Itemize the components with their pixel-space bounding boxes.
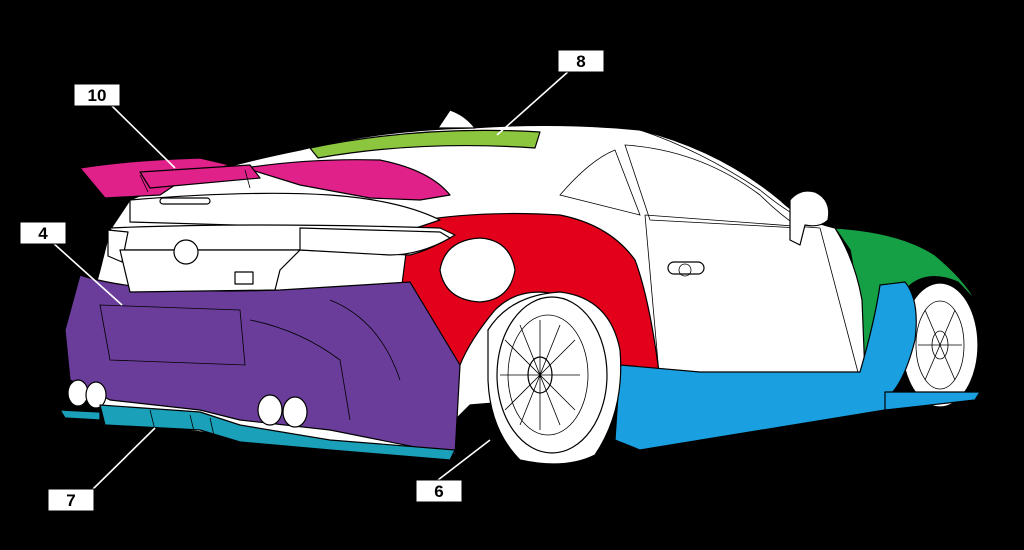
far-front-wheel [901,282,979,408]
callout-6-text: 6 [434,482,443,501]
rear-camera [234,271,254,285]
callout-8-text: 8 [576,52,585,71]
rear-diffuser-panel [99,404,456,461]
exhaust-right [257,394,308,428]
rear-emblem [173,239,199,265]
callout-7: 7 [47,488,95,512]
bumper-detail-lines [99,299,401,421]
tail-light-right [299,227,451,256]
leader-ducktail [496,69,571,136]
fuel-door [439,237,516,303]
leader-diffuser [91,427,156,491]
brake-light [159,197,211,205]
leader-bumper [51,241,123,306]
diffuser-fins [149,409,216,441]
shark-fin-antenna [437,109,476,129]
side-skirt-panel [614,281,917,451]
callout-4-text: 4 [38,224,48,243]
callout-4: 4 [19,221,67,245]
door-handle [667,261,705,277]
quarter-window [559,149,641,216]
rear-window-line [299,123,816,226]
side-mirror [789,190,830,246]
callout-8: 8 [557,49,605,73]
rear-wheel [487,291,622,465]
callout-6: 6 [415,479,463,503]
rear-panel [119,249,301,293]
duck-tail-spoiler [309,129,541,159]
exhaust-left [67,379,107,409]
rear-wing [79,157,451,201]
leader-wing [109,103,176,169]
side-skirt-lip [884,391,981,411]
leader-wheel [437,439,491,481]
diffuser-left-lip [59,409,101,421]
callout-10-text: 10 [88,86,107,105]
callout-10: 10 [73,83,121,107]
callout-7-text: 7 [66,491,75,510]
